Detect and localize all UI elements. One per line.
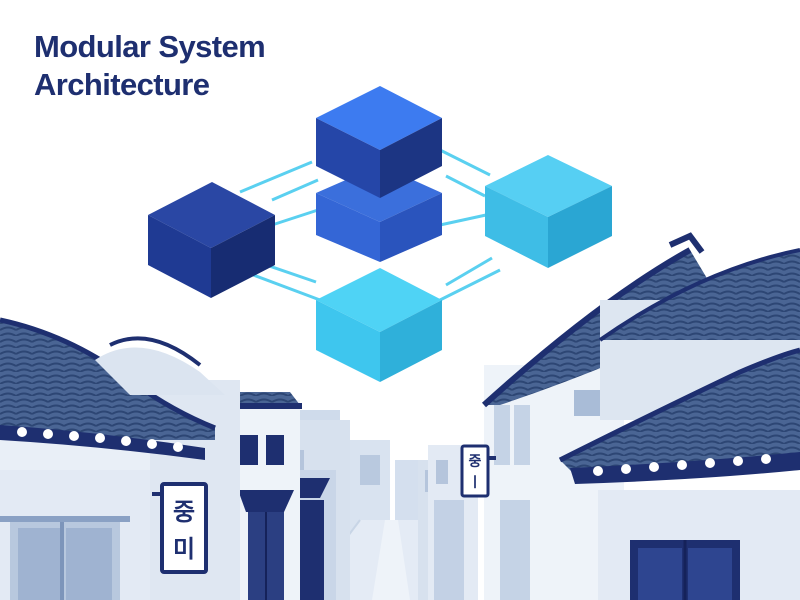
right-buildings xyxy=(418,232,800,600)
right-sign-char-2: ㅣ xyxy=(469,475,482,491)
right-sign-char-1: 중 xyxy=(469,454,482,470)
left-hanok-roof xyxy=(0,320,215,440)
title-line-1: Modular System xyxy=(34,29,266,64)
awning xyxy=(238,490,294,512)
left-sign-char-2: 미 xyxy=(173,535,195,563)
title-line-2: Architecture xyxy=(34,67,210,102)
module-cube-bottom xyxy=(316,268,442,382)
right-shop-sign: 중 ㅣ xyxy=(460,444,496,498)
page-title: Modular System Architecture xyxy=(34,28,266,104)
module-cube-right xyxy=(485,155,612,268)
left-shop-sign: 중 미 xyxy=(152,482,208,574)
module-cube-top xyxy=(316,86,442,198)
left-house-roof xyxy=(222,392,300,405)
right-hanok-roof xyxy=(560,350,800,480)
module-cube-left xyxy=(148,182,275,298)
left-sign-char-1: 중 xyxy=(173,498,195,526)
